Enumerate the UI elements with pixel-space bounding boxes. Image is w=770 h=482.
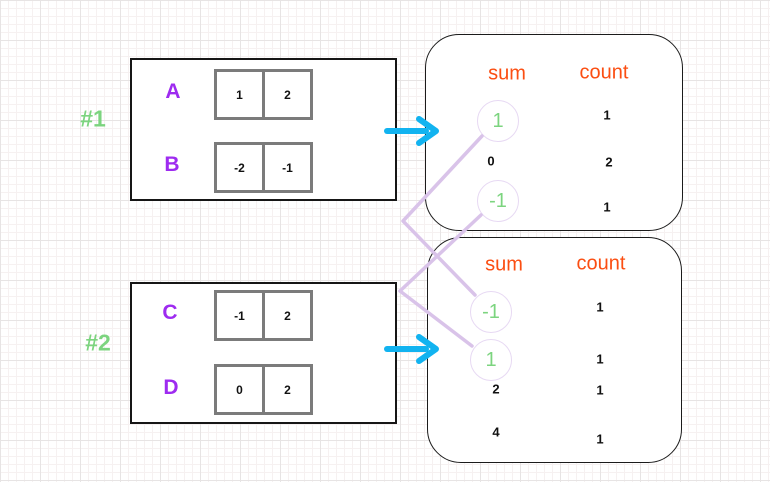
array-cell: 2 (262, 290, 313, 341)
array-b-label: B (164, 153, 180, 176)
sum-value: 2 (492, 381, 500, 397)
count-value: 2 (605, 154, 613, 170)
array-d-cells: 0 2 (214, 364, 313, 415)
sum-value-highlighted: 1 (470, 339, 512, 381)
array-d-label: D (163, 376, 179, 399)
array-cell: 2 (262, 69, 313, 120)
array-b-cells: -2 -1 (214, 142, 313, 193)
array-a-label: A (165, 80, 181, 103)
array-cell: 2 (262, 364, 313, 415)
sum-header: sum (485, 253, 523, 276)
sum-value-highlighted: -1 (477, 180, 519, 222)
sum-value: 4 (492, 424, 500, 440)
array-c-cells: -1 2 (214, 290, 313, 341)
group-1-sum-table: sum count 1 0 -1 1 2 1 (425, 34, 683, 231)
group-2-box: C -1 2 D 0 2 (130, 282, 397, 424)
count-value: 1 (596, 382, 604, 398)
count-value: 1 (596, 431, 604, 447)
count-header: count (576, 252, 626, 275)
array-cell: -1 (214, 290, 265, 341)
array-a-cells: 1 2 (214, 69, 313, 120)
group-2-sum-table: sum count -1 1 2 4 1 1 1 1 (427, 237, 682, 463)
sum-value: 0 (487, 153, 495, 169)
array-cell: 1 (214, 69, 265, 120)
group-1-label: #1 (80, 105, 106, 132)
count-value: 1 (603, 107, 611, 123)
sum-value-highlighted: 1 (477, 100, 519, 142)
group-2-label: #2 (85, 329, 111, 356)
count-header: count (579, 61, 629, 84)
group-1-box: A 1 2 B -2 -1 (130, 58, 397, 201)
array-c-label: C (162, 301, 178, 324)
array-cell: -2 (214, 142, 265, 193)
sum-value-highlighted: -1 (470, 291, 512, 333)
array-cell: -1 (262, 142, 313, 193)
count-value: 1 (596, 299, 604, 315)
sum-header: sum (488, 62, 526, 85)
array-cell: 0 (214, 364, 265, 415)
count-value: 1 (596, 351, 604, 367)
count-value: 1 (603, 199, 611, 215)
